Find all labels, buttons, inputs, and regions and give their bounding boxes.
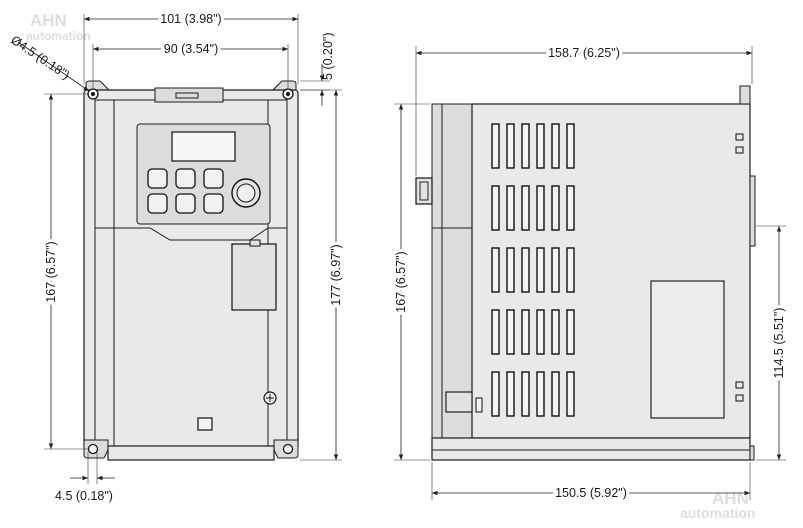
watermark-top-sub: automation: [26, 29, 91, 43]
vent-slot: [536, 185, 545, 231]
vent-slot: [566, 247, 575, 293]
side-view: 158.7 (6.25") 167 (6.57") 114.5 (5.51") …: [391, 43, 789, 503]
vent-slot: [506, 247, 515, 293]
vent-slot: [551, 185, 560, 231]
cover-seam: [95, 227, 287, 241]
dim-overall-depth: 158.7 (6.25"): [548, 46, 620, 60]
vent-slot: [506, 185, 515, 231]
ventilation-slots: [491, 123, 575, 417]
terminal-cover-tab: [249, 239, 261, 247]
vent-slot: [521, 247, 530, 293]
vent-slot: [536, 247, 545, 293]
vent-slot: [566, 309, 575, 355]
watermark-bottom: AHN automation: [680, 489, 755, 521]
dim-height: 167 (6.57"): [394, 251, 408, 312]
vent-slot: [536, 123, 545, 169]
vent-slot: [566, 371, 575, 417]
vent-slot: [521, 371, 530, 417]
side-base: [431, 437, 751, 461]
vent-slot: [506, 123, 515, 169]
front-view: 101 (3.98") 90 (3.54") Ø4.5 (0.18") 5 (0…: [8, 9, 346, 503]
vent-slot: [491, 371, 500, 417]
side-rear-flange-bottom: [749, 445, 755, 461]
vent-slot: [566, 185, 575, 231]
vent-slot: [506, 371, 515, 417]
key-button: [147, 193, 168, 214]
vent-slot: [491, 309, 500, 355]
dial-knob: [231, 178, 261, 208]
mount-hole-bottom-right: [282, 443, 294, 455]
side-keypad-connector-inner: [419, 181, 429, 201]
dim-top-offset: 5 (0.20"): [321, 32, 335, 80]
dim-rail-height: 114.5 (5.51"): [772, 308, 786, 379]
mount-hole-bottom-left: [87, 443, 99, 455]
watermark-top-brand: AHN: [30, 11, 67, 30]
dim-overall-width: 101 (3.98"): [160, 12, 221, 26]
vent-slot: [491, 123, 500, 169]
vent-slot: [551, 123, 560, 169]
key-button: [175, 168, 196, 189]
dim-overall-height: 177 (6.97"): [329, 244, 343, 305]
side-latch-slot: [475, 397, 483, 413]
vent-slot: [536, 309, 545, 355]
side-rear-markers: [735, 133, 744, 402]
vent-slot: [551, 247, 560, 293]
vent-slot: [506, 309, 515, 355]
vent-slot: [491, 185, 500, 231]
vent-slot: [521, 309, 530, 355]
vent-slot: [521, 123, 530, 169]
vent-slot: [491, 247, 500, 293]
side-latch: [445, 391, 473, 413]
side-din-clip: [749, 175, 756, 247]
watermark-bottom-sub: automation: [680, 505, 755, 521]
mount-hole-top-right: [282, 88, 294, 100]
dim-mount-height: 167 (6.57"): [44, 241, 58, 302]
key-button: [203, 168, 224, 189]
vent-slot: [551, 371, 560, 417]
side-label-plate: [650, 280, 725, 419]
vent-slot: [521, 185, 530, 231]
keypad-buttons: [147, 168, 224, 214]
side-rear-flange-top: [739, 85, 751, 105]
dim-hole-leader: [17, 41, 90, 92]
watermark-top: AHN automation: [26, 11, 91, 43]
front-small-window: [197, 417, 213, 431]
key-button: [147, 168, 168, 189]
front-top-clip: [154, 87, 224, 103]
front-bottom-bezel: [107, 445, 275, 461]
key-button: [175, 193, 196, 214]
key-button: [203, 193, 224, 214]
dim-body-depth: 150.5 (5.92"): [555, 486, 627, 500]
dim-mount-width: 90 (3.54"): [164, 42, 218, 56]
ground-screw-icon: [263, 391, 277, 405]
front-top-clip-slot: [175, 92, 199, 99]
vent-slot: [536, 371, 545, 417]
terminal-cover: [231, 243, 277, 311]
dim-bottom-offset: 4.5 (0.18"): [55, 489, 113, 503]
vent-slot: [566, 123, 575, 169]
mount-hole-top-left: [87, 88, 99, 100]
vent-slot: [551, 309, 560, 355]
display-window: [171, 131, 236, 162]
